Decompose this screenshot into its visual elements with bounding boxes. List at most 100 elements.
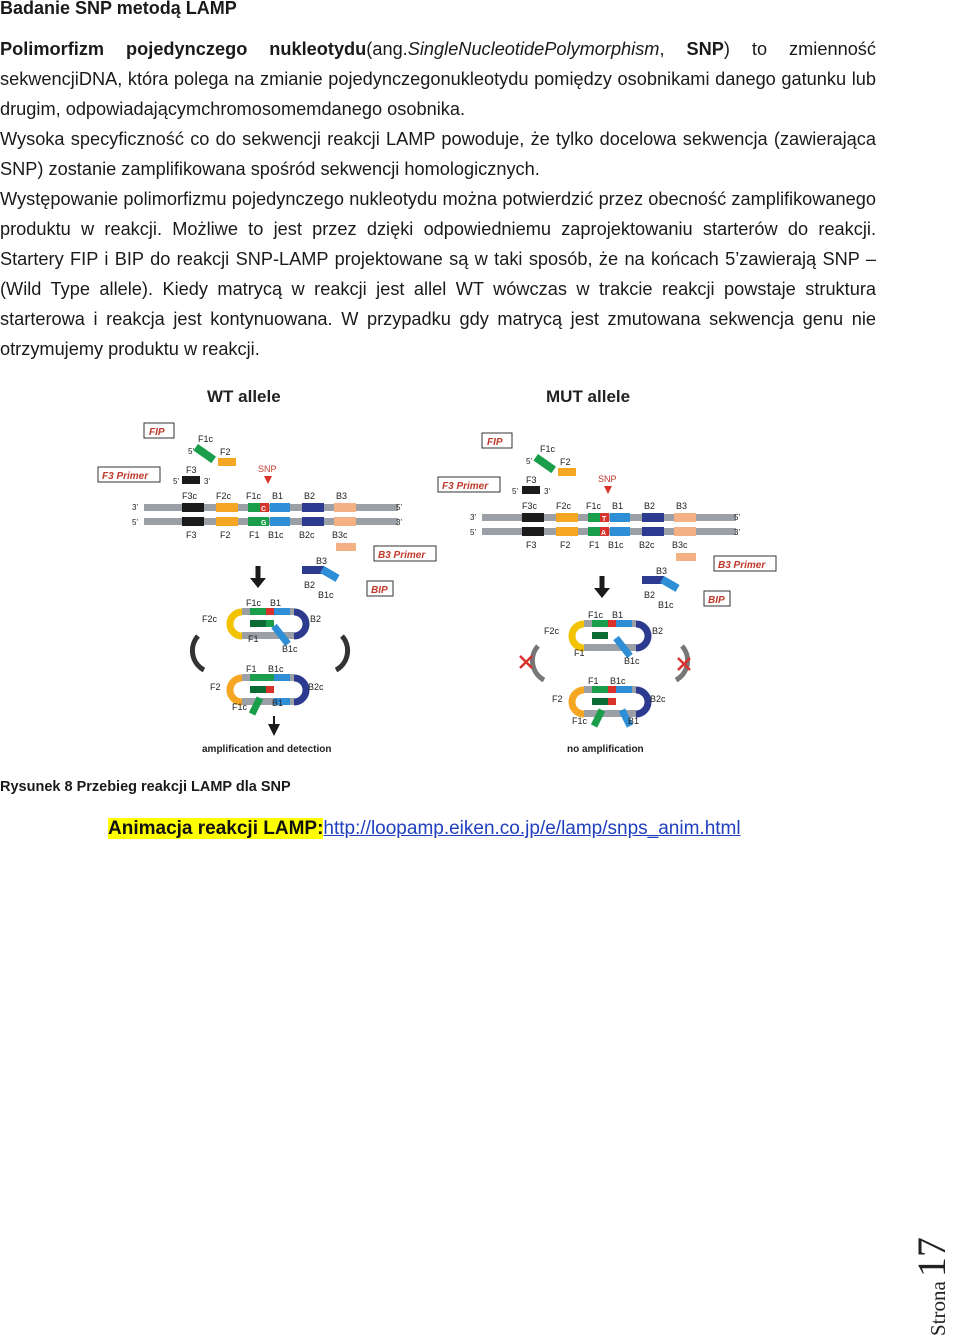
term-english: SingleNucleotidePolymorphism bbox=[407, 39, 660, 59]
wt-title: WT allele bbox=[207, 387, 281, 406]
wt-f3-5prime: 5' bbox=[173, 477, 179, 486]
wt-amp-text: amplification and detection bbox=[202, 744, 331, 755]
animation-link[interactable]: http://loopamp.eiken.co.jp/e/lamp/snps_a… bbox=[323, 818, 741, 839]
mut-top-5prime: 5' bbox=[734, 513, 740, 522]
wt-f2-bottom-label: F2 bbox=[220, 530, 231, 540]
wt-b2-label: B2 bbox=[304, 491, 315, 501]
mut-f1c-label: F1c bbox=[586, 501, 602, 511]
mut-b3c-bottom-label: B3c bbox=[672, 540, 688, 550]
fip-label: FIP bbox=[149, 427, 165, 438]
mut-noamp-text: no amplification bbox=[567, 744, 644, 755]
wt-b3-label: B3 bbox=[336, 491, 347, 501]
mut-cycle-arrow-right bbox=[674, 644, 691, 683]
mut-fip-f2-segment bbox=[558, 468, 576, 476]
mut-b3-primer-label: B3 Primer bbox=[718, 560, 766, 571]
mut-cycle-arrow-left bbox=[529, 644, 546, 683]
bip-label-box bbox=[366, 580, 394, 597]
term-snp: Polimorfizm pojedynczego nukleotydu bbox=[0, 39, 367, 59]
wt-loop2-b2c-label: B2c bbox=[308, 682, 324, 692]
mut-loop2-f1-label: F1 bbox=[588, 676, 599, 686]
wt-bottom-5prime: 5' bbox=[132, 518, 138, 527]
wt-fip-f1c-segment bbox=[193, 443, 217, 464]
mut-loop1-b2-label: B2 bbox=[652, 626, 663, 636]
mut-loop2-b1-label: B1 bbox=[628, 716, 639, 726]
figure-caption: Rysunek 8 Przebieg reakcji LAMP dla SNP bbox=[0, 779, 291, 795]
wt-f3-primer-segment bbox=[182, 476, 200, 484]
mut-down-arrow bbox=[594, 588, 610, 598]
mut-loop1-b1-label: B1 bbox=[612, 610, 623, 620]
wt-down-arrow bbox=[250, 578, 266, 588]
wt-b3-primer-segment bbox=[336, 543, 356, 551]
mut-bip-b2-label: B2 bbox=[644, 590, 655, 600]
wt-f2c-label: F2c bbox=[216, 491, 232, 501]
b3-primer-label-box bbox=[373, 545, 437, 562]
wt-loop1-b1c-label: B1c bbox=[282, 644, 298, 654]
wt-b1-label: B1 bbox=[272, 491, 283, 501]
mut-bip-b3-label: B3 bbox=[656, 566, 667, 576]
mut-fip-f1c-segment bbox=[533, 454, 557, 474]
mut-f3-3prime: 3' bbox=[544, 487, 550, 496]
wt-bip-b2-segment bbox=[302, 566, 324, 574]
mut-f3c-label: F3c bbox=[522, 501, 538, 511]
page-number: Strona 17 bbox=[908, 1237, 955, 1336]
page-label: Strona bbox=[926, 1281, 950, 1336]
mut-b2c-bottom-label: B2c bbox=[639, 540, 655, 550]
mut-loop2-b1c-label: B1c bbox=[610, 676, 626, 686]
page-number-value: 17 bbox=[909, 1237, 954, 1278]
mut-base-top: T bbox=[602, 516, 607, 523]
b3-primer-label: B3 Primer bbox=[378, 550, 426, 561]
wt-lower-loop-structure bbox=[226, 674, 310, 716]
wt-loop2-f2-label: F2 bbox=[210, 682, 221, 692]
wt-f3-bottom-label: F3 bbox=[186, 530, 197, 540]
wt-snp-arrow bbox=[264, 476, 272, 484]
mut-bottom-3prime: 3' bbox=[734, 528, 740, 537]
mut-fip-f2-label: F2 bbox=[560, 457, 571, 467]
wt-loop2-f1c-label: F1c bbox=[232, 702, 248, 712]
mut-base-bottom: A bbox=[601, 530, 606, 537]
mut-block-x-left bbox=[519, 655, 533, 669]
wt-fip-f2-label: F2 bbox=[220, 447, 231, 457]
mut-bip-b1c-label: B1c bbox=[658, 600, 674, 610]
wt-b2c-bottom-label: B2c bbox=[299, 530, 315, 540]
wt-loop1-f1-label: F1 bbox=[248, 634, 259, 644]
bip-label: BIP bbox=[371, 585, 388, 596]
mut-bottom-5prime: 5' bbox=[470, 528, 476, 537]
mut-loop2-f2-label: F2 bbox=[552, 694, 563, 704]
wt-b3c-bottom-label: B3c bbox=[332, 530, 348, 540]
mut-dna-segments bbox=[522, 513, 696, 536]
wt-f3c-label: F3c bbox=[182, 491, 198, 501]
wt-f1c-label: F1c bbox=[246, 491, 262, 501]
paragraph-detection: Występowanie polimorfizmu pojedynczego n… bbox=[0, 189, 876, 359]
mut-b2-label: B2 bbox=[644, 501, 655, 511]
mut-b1c-bottom-label: B1c bbox=[608, 540, 624, 550]
f3-primer-label-box bbox=[97, 466, 161, 483]
mut-upper-loop-structure bbox=[568, 620, 652, 659]
wt-dna-segments bbox=[182, 503, 356, 526]
wt-base-top: C bbox=[261, 506, 266, 513]
mut-f2c-label: F2c bbox=[556, 501, 572, 511]
wt-fip-f2-segment bbox=[218, 458, 236, 466]
wt-snp-label: SNP bbox=[258, 464, 277, 474]
wt-loop2-b1-label: B1 bbox=[272, 698, 283, 708]
wt-loop2-f1-label: F1 bbox=[246, 664, 257, 674]
mut-loop2-f1c-label: F1c bbox=[572, 716, 588, 726]
mut-fip-label-box bbox=[481, 432, 513, 449]
wt-bottom-3prime: 3' bbox=[396, 518, 402, 527]
mut-f3-primer-label: F3 Primer bbox=[442, 481, 489, 492]
mut-loop1-f1c-label: F1c bbox=[588, 610, 604, 620]
wt-loop1-f2c-label: F2c bbox=[202, 614, 218, 624]
mut-f3-label: F3 bbox=[526, 475, 537, 485]
f3-primer-label: F3 Primer bbox=[102, 471, 149, 482]
mut-snp-label: SNP bbox=[598, 474, 617, 484]
mut-fip-label: FIP bbox=[487, 437, 503, 448]
mut-loop1-b1c-label: B1c bbox=[624, 656, 640, 666]
mut-f3-bottom-label: F3 bbox=[526, 540, 537, 550]
wt-bip-b1c-segment bbox=[320, 565, 340, 582]
mut-top-3prime: 3' bbox=[470, 513, 476, 522]
wt-cycle-arrow-right bbox=[334, 634, 351, 673]
paragraph-snp-definition: Polimorfizm pojedynczego nukleotydu(ang.… bbox=[0, 39, 876, 119]
mut-bip-b2-segment bbox=[642, 576, 664, 584]
mut-loop1-f1-label: F1 bbox=[574, 648, 585, 658]
mut-snp-arrow bbox=[604, 486, 612, 494]
wt-base-bottom: G bbox=[261, 520, 267, 527]
